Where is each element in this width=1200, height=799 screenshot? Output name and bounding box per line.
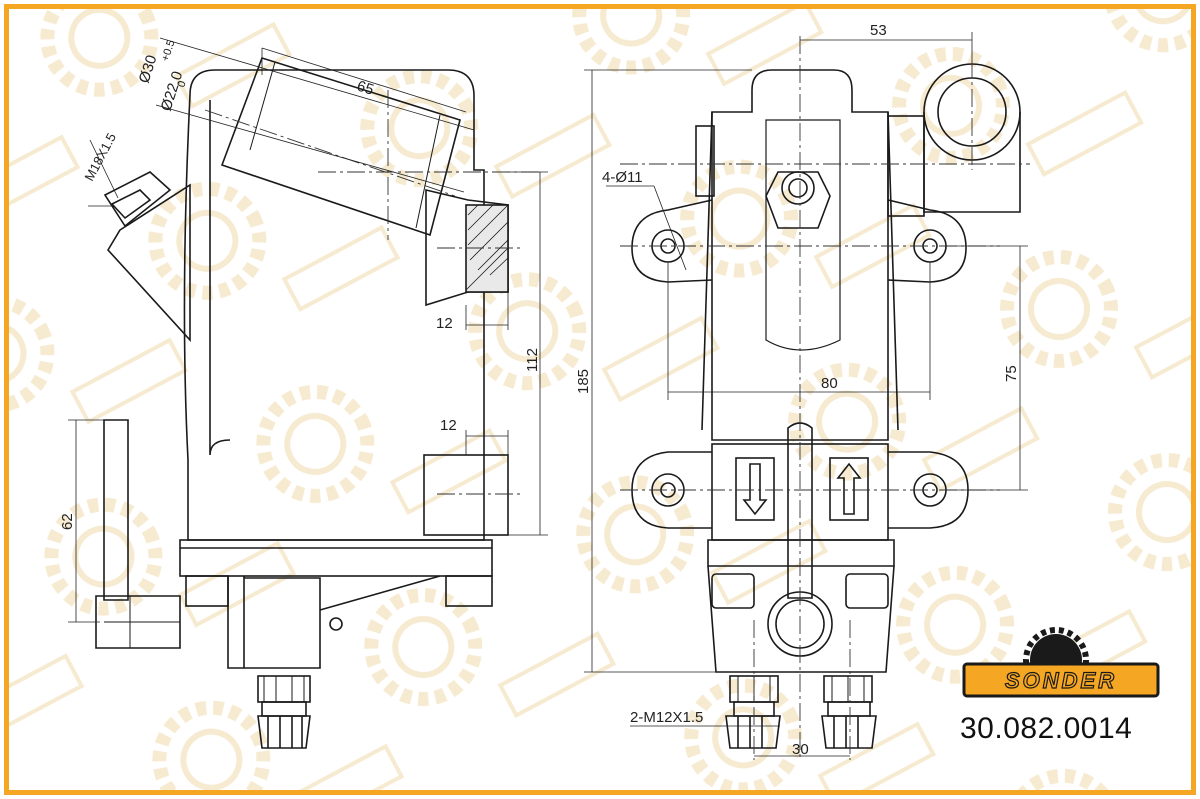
side-view-centerlines bbox=[204, 90, 540, 495]
front-body bbox=[711, 69, 889, 441]
knurl-left bbox=[257, 715, 311, 749]
front-view-dim-lines bbox=[584, 32, 1028, 757]
hex-plug-ring bbox=[781, 171, 815, 205]
reservoir-inner bbox=[249, 61, 441, 229]
dim-185: 185 bbox=[575, 369, 592, 394]
fitting-front bbox=[733, 701, 871, 717]
side-view-dim-lines bbox=[68, 37, 548, 623]
arrow-up-icon bbox=[836, 462, 862, 515]
port-right bbox=[845, 573, 889, 609]
dim-53: 53 bbox=[870, 22, 887, 39]
dim-tol0: 0 bbox=[175, 79, 188, 89]
reservoir-cylinder bbox=[220, 57, 461, 237]
dim-12-lower: 12 bbox=[440, 417, 457, 434]
dim-80: 80 bbox=[821, 375, 838, 392]
front-view-centerlines bbox=[620, 36, 1030, 760]
front-inner-arch bbox=[765, 119, 841, 351]
dim-12-upper: 12 bbox=[436, 315, 453, 332]
body-inner-line bbox=[209, 100, 231, 456]
filler-body bbox=[107, 183, 191, 343]
dim-len65: 65 bbox=[355, 78, 376, 99]
side-boss-left bbox=[695, 125, 715, 197]
arrow-down-icon bbox=[742, 463, 768, 516]
front-view-dim-text: 53 185 4-Ø11 80 75 2-M12X1.5 30 bbox=[575, 22, 1020, 758]
lever-front bbox=[787, 422, 813, 599]
outlet-section-hatch bbox=[465, 204, 509, 293]
front-view bbox=[631, 63, 1021, 749]
logo-plate bbox=[962, 662, 1160, 698]
nut-left-detail bbox=[263, 676, 305, 702]
dim-62: 62 bbox=[59, 513, 76, 530]
sonder-logo: SONDER bbox=[960, 624, 1162, 698]
knurl-front-right bbox=[821, 715, 877, 749]
right-foot bbox=[445, 575, 493, 607]
pipe-bracket bbox=[923, 112, 1021, 213]
logo-text: SONDER bbox=[1005, 668, 1117, 693]
lever-detail bbox=[104, 596, 180, 648]
hex-plug-core bbox=[788, 178, 808, 198]
dim-112: 112 bbox=[524, 348, 541, 372]
arrow-box-up bbox=[829, 457, 869, 521]
part-number: 30.082.0014 bbox=[960, 712, 1133, 745]
port-left bbox=[711, 573, 755, 609]
front-taper bbox=[701, 111, 899, 431]
arrow-box-down bbox=[735, 457, 775, 521]
watermark-layer bbox=[9, 9, 1191, 790]
frame-border bbox=[4, 4, 1196, 795]
dim-m12: 2-M12X1.5 bbox=[630, 709, 703, 726]
lever-handle bbox=[95, 419, 181, 649]
knurl-front-left bbox=[725, 715, 781, 749]
dim-holes: 4-Ø11 bbox=[602, 169, 643, 186]
dim-30: 30 bbox=[792, 741, 809, 758]
base-plate bbox=[179, 539, 493, 577]
front-lower bbox=[707, 565, 895, 673]
hex-plug bbox=[765, 171, 831, 229]
dim-75: 75 bbox=[1003, 365, 1020, 382]
filler-neck bbox=[103, 171, 172, 228]
pivot-pin bbox=[329, 617, 343, 631]
side-view bbox=[95, 57, 509, 749]
hatch-lines bbox=[465, 204, 509, 291]
lower-housing bbox=[227, 575, 441, 669]
